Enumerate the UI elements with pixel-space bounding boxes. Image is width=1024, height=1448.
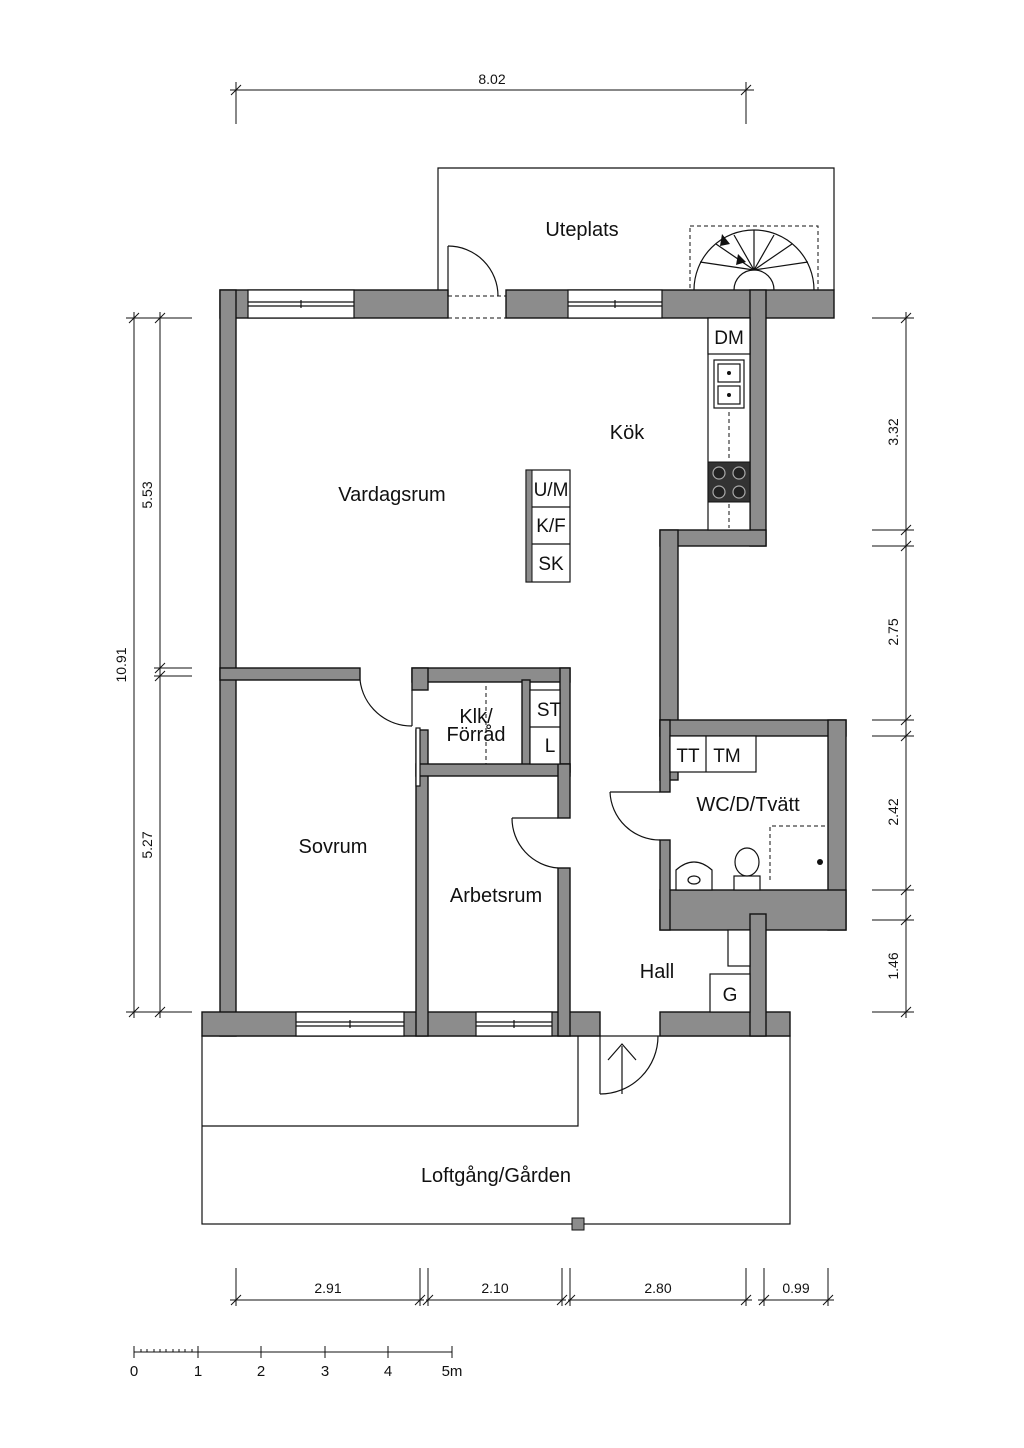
- dimension-left-total: 10.91: [113, 312, 192, 1018]
- dim-label-bottom-1: 2.91: [314, 1280, 341, 1296]
- window-sovrum: [295, 1011, 405, 1037]
- fixture-label-um: U/M: [534, 480, 569, 501]
- room-label-forrad: Förråd: [447, 724, 506, 746]
- room-label-hall: Hall: [640, 961, 674, 983]
- dim-label-bottom-2: 2.10: [481, 1280, 508, 1296]
- dimension-right: 3.32 2.75 2.42 1.46: [872, 312, 914, 1018]
- fixture-label-st: ST: [537, 700, 562, 721]
- dim-label-bottom-4: 0.99: [782, 1280, 809, 1296]
- door-entrance: [599, 1035, 659, 1095]
- kitchen-counter: [707, 317, 751, 531]
- scale-label-0: 0: [130, 1363, 138, 1380]
- laundry-units: [669, 735, 757, 773]
- dimension-left-inner: 5.53 5.27: [139, 312, 192, 1018]
- kitchen-island: [525, 469, 571, 583]
- dim-label-left-upper: 5.53: [139, 481, 155, 508]
- dim-label-right-3: 2.42: [885, 798, 901, 825]
- dim-label-left-lower: 5.27: [139, 831, 155, 858]
- door-wc: [609, 791, 661, 841]
- dimension-top: 8.02: [230, 71, 754, 124]
- scale-bar: 0 1 2 3 4 5m: [130, 1346, 463, 1380]
- toilet-icon: [733, 847, 761, 891]
- room-label-arbetsrum: Arbetsrum: [450, 885, 542, 907]
- dim-label-left-total: 10.91: [113, 647, 129, 682]
- door-closet-sliding: [415, 727, 421, 787]
- sink-icon: [713, 359, 745, 409]
- room-label-loftgang: Loftgång/Gården: [421, 1165, 571, 1187]
- scale-label-1: 1: [194, 1363, 202, 1380]
- scale-label-3: 3: [321, 1363, 329, 1380]
- hall-units: [709, 929, 751, 1013]
- loftgang-area: [201, 1035, 791, 1231]
- dim-label-right-4: 1.46: [885, 952, 901, 979]
- washbasin-icon: [675, 861, 713, 891]
- room-label-sovrum: Sovrum: [299, 836, 368, 858]
- closet-units: [529, 689, 561, 765]
- room-label-wc: WC/D/Tvätt: [696, 794, 800, 816]
- doors: [359, 245, 661, 1095]
- dim-label-bottom-3: 2.80: [644, 1280, 671, 1296]
- fixture-label-dm: DM: [714, 328, 744, 349]
- dim-label-top-width: 8.02: [478, 71, 505, 87]
- dim-label-right-2: 2.75: [885, 618, 901, 645]
- dim-label-right-1: 3.32: [885, 418, 901, 445]
- spiral-stair: [689, 225, 819, 291]
- room-label-kok: Kök: [610, 422, 645, 444]
- room-label-vardagsrum: Vardagsrum: [338, 484, 445, 506]
- scale-label-5m: 5m: [442, 1363, 463, 1380]
- fixture-label-sk: SK: [538, 554, 564, 575]
- fixture-label-tm: TM: [713, 746, 740, 767]
- window-arbetsrum: [475, 1011, 553, 1037]
- dimension-bottom: 2.91 2.10 2.80 0.99: [230, 1268, 834, 1306]
- fixture-label-tt: TT: [676, 746, 700, 767]
- window-top-left: [247, 289, 355, 319]
- room-label-klk: Klk/: [459, 706, 493, 728]
- fixture-label-kf: K/F: [536, 516, 566, 537]
- door-sovrum: [359, 679, 413, 727]
- scale-label-4: 4: [384, 1363, 392, 1380]
- door-uteplats: [447, 245, 506, 319]
- room-label-uteplats: Uteplats: [545, 219, 618, 241]
- windows: [247, 289, 663, 1037]
- stove-icon: [707, 461, 751, 503]
- window-top-right: [567, 289, 663, 319]
- shower-icon: [769, 825, 828, 880]
- scale-label-2: 2: [257, 1363, 265, 1380]
- uteplats-area: [437, 167, 835, 291]
- door-arbetsrum: [511, 817, 559, 869]
- fixture-label-g: G: [723, 985, 738, 1006]
- fixture-label-l: L: [545, 736, 556, 757]
